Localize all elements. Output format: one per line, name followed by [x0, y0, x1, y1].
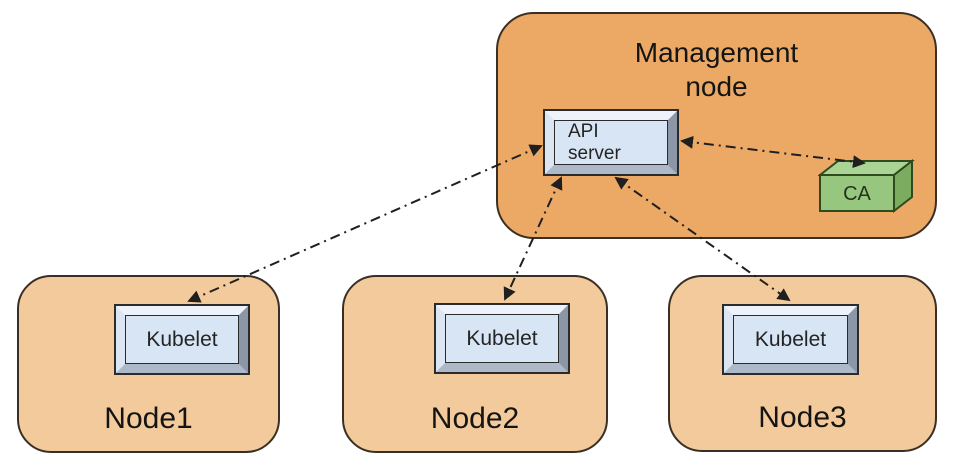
- kubelet-label-3: Kubelet: [733, 315, 848, 364]
- api-server-label: API server: [554, 120, 668, 165]
- worker-node-2-label: Node2: [430, 402, 520, 435]
- worker-node-2: Kubelet Node2: [342, 275, 608, 453]
- api-server-box: API server: [543, 109, 679, 176]
- ca-front-face: [819, 174, 895, 212]
- api-server-bevel: API server: [545, 111, 677, 174]
- worker-node-1-label: Node1: [104, 402, 193, 435]
- kubelet-label-2: Kubelet: [445, 314, 559, 363]
- worker-node-1: Kubelet Node1: [17, 275, 280, 453]
- kubelet-bevel: Kubelet: [436, 305, 568, 372]
- kubelet-bevel: Kubelet: [116, 306, 248, 373]
- management-node-group: Management node API server CA: [496, 12, 937, 239]
- worker-node-3-label: Node3: [758, 401, 847, 434]
- ca-label: CA: [843, 183, 871, 205]
- kubelet-label-1: Kubelet: [125, 315, 239, 364]
- kubelet-box-2: Kubelet: [434, 303, 570, 374]
- kubelet-box-1: Kubelet: [114, 304, 250, 375]
- worker-node-3: Kubelet Node3: [668, 275, 937, 452]
- ca-box: CA: [818, 159, 915, 214]
- kubelet-box-3: Kubelet: [722, 304, 859, 375]
- management-node-label: Management node: [634, 37, 799, 102]
- kubelet-bevel: Kubelet: [724, 306, 857, 373]
